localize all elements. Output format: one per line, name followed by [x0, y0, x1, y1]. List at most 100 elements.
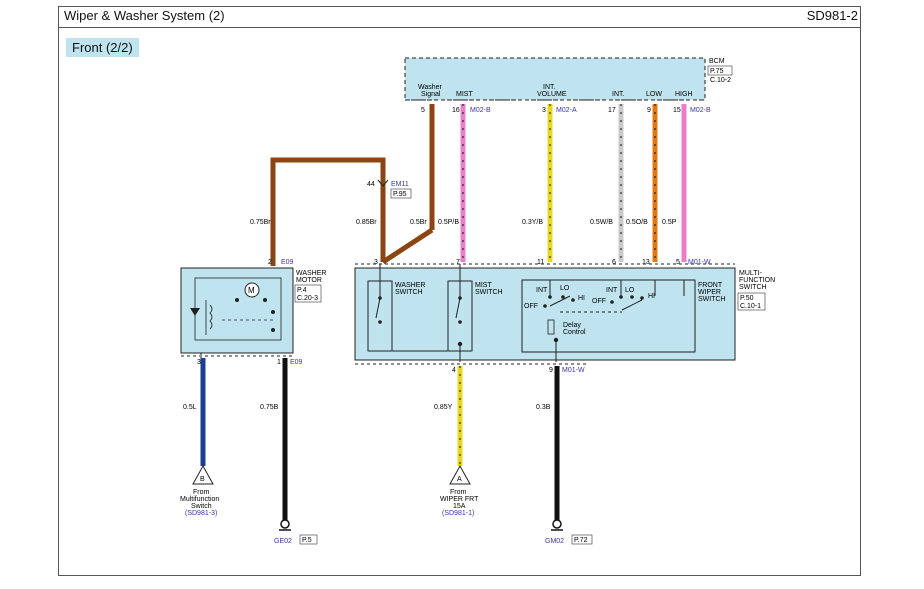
mfs-l1: MULTI- — [739, 270, 762, 277]
diode-icon — [190, 308, 200, 316]
bcm-pin-3: 3 — [542, 107, 546, 114]
mist-sw-l2: SWITCH — [475, 289, 503, 296]
mfs-l3: SWITCH — [739, 284, 767, 291]
mfs-ref2: C.10-1 — [740, 303, 761, 310]
connector-a-icon — [449, 464, 471, 485]
fw-delay2: Control — [563, 329, 586, 336]
bcm-conn-m02b-2: M02-B — [690, 107, 711, 114]
connector-a-l1: From — [450, 489, 467, 496]
washer-motor-icon — [244, 282, 260, 298]
mfs-pin-7: 7 — [456, 259, 460, 266]
bcm-mist-label: MIST — [456, 91, 473, 98]
connector-a-l2: WIPER FRT — [440, 496, 479, 503]
bcm-washer-label: Washer — [418, 84, 443, 91]
wire-label-motor-b: 0.5L — [183, 404, 197, 411]
page-code: SD981-2 — [806, 8, 858, 23]
bcm-pin-16: 16 — [452, 107, 460, 114]
wire-label-splice-br: 0.85Br — [356, 219, 377, 226]
washer-motor-box — [180, 267, 294, 354]
bcm-volume-label: VOLUME — [537, 91, 567, 98]
wire-label-mist: 0.5P/B — [438, 219, 459, 226]
wm-ref1: P.4 — [297, 287, 307, 294]
mfs-ref1: P.50 — [740, 295, 754, 302]
mfs-pin-4: 4 — [452, 367, 456, 374]
bcm-high-label: HIGH — [675, 91, 693, 98]
em11-connector — [377, 179, 389, 187]
connector-a-letter: A — [457, 476, 462, 483]
mfs-conn-bottom: M01-W — [562, 367, 585, 374]
section-label: Front (2/2) — [66, 38, 139, 57]
wire-label-mfs-gnd: 0.3B — [536, 404, 551, 411]
bcm-signal-label: Signal — [421, 91, 441, 98]
em11-name: EM11 — [391, 181, 409, 188]
connector-b-letter: B — [200, 476, 205, 483]
connector-b-icon — [192, 464, 214, 485]
bcm-ref2: C.10-2 — [710, 77, 731, 84]
fw-hi-r: HI — [648, 293, 655, 300]
wm-ref2: C.20-3 — [297, 295, 318, 302]
wire-label-int: 0.5W/B — [590, 219, 613, 226]
fw-int-r: INT — [606, 287, 618, 294]
mfs-pin-9: 9 — [549, 367, 553, 374]
wm-pin-b2: 1 — [277, 359, 281, 366]
mfs-l2: FUNCTION — [739, 277, 775, 284]
fw-off-l: OFF — [524, 303, 538, 310]
bcm-ref-box — [707, 65, 733, 76]
wire-label-left-br: 0.75Br — [250, 219, 271, 226]
mfs-pin-13: 13 — [642, 259, 650, 266]
wm-label1: WASHER — [296, 270, 326, 277]
connector-a-ref: (SD981-1) — [442, 510, 474, 517]
em11-ref: P.95 — [393, 191, 407, 198]
fw-off-r: OFF — [592, 298, 606, 305]
ground-ge02-name: GE02 — [274, 538, 292, 545]
ground-gm02-ref: P.72 — [574, 537, 588, 544]
fw-sw-l1: FRONT — [698, 282, 723, 289]
mfs-pin-3: 3 — [374, 259, 378, 266]
ground-gm02-name: GM02 — [545, 538, 564, 545]
fw-sw-l2: WIPER — [698, 289, 721, 296]
connector-b-ref: (SD981-3) — [185, 510, 217, 517]
wm-conn-bottom: E09 — [290, 359, 303, 366]
wm-pin-b1: 3 — [197, 359, 201, 366]
bcm-conn-m02b: M02-B — [470, 107, 491, 114]
bcm-int2-label: INT. — [612, 91, 625, 98]
fw-hi-l: HI — [578, 295, 585, 302]
bcm-pin-5: 5 — [421, 107, 425, 114]
mfs-pin-11: 11 — [537, 259, 544, 266]
bcm-pin-15: 15 — [673, 107, 681, 114]
ground-gm02-icon — [552, 519, 562, 529]
bcm-conn-m02a: M02-A — [556, 107, 577, 114]
fw-delay1: Delay — [563, 322, 581, 329]
mfs-pin-5: 5 — [676, 259, 680, 266]
delay-resistor-icon — [547, 319, 555, 335]
wire-brown-loop — [270, 157, 386, 266]
wm-conn-top: E09 — [281, 259, 294, 266]
bcm-pin-17: 17 — [608, 107, 616, 114]
coil-icon — [209, 304, 213, 330]
bcm-name: BCM — [709, 58, 725, 65]
wire-label-high: 0.5P — [662, 219, 677, 226]
front-wiper-switch-icon — [521, 279, 696, 353]
wm-pin-top: 2 — [268, 259, 272, 266]
washer-sw-l1: WASHER — [395, 282, 425, 289]
connector-a-l3: 15A — [453, 503, 466, 510]
bcm-ref1: P.75 — [710, 68, 724, 75]
bcm-pin-9: 9 — [647, 107, 651, 114]
washer-sw-l2: SWITCH — [395, 289, 423, 296]
mist-sw-l1: MIST — [475, 282, 492, 289]
ground-ge02-icon — [280, 519, 290, 529]
connector-b-l3: Switch — [191, 503, 212, 510]
fw-lo-l: LO — [560, 285, 570, 292]
connector-b-l2: Multifunction — [180, 496, 219, 503]
wire-label-bcm-br: 0.5Br — [410, 219, 427, 226]
wire-label-mfs-y: 0.85Y — [434, 404, 453, 411]
wire-label-motor-gnd: 0.75B — [260, 404, 279, 411]
mfs-pin-6: 6 — [612, 259, 616, 266]
connector-b-l1: From — [193, 489, 210, 496]
fw-lo-r: LO — [625, 287, 635, 294]
ground-ge02-ref: P.5 — [302, 537, 312, 544]
wire-brown-join — [381, 227, 434, 265]
wm-motor-letter: M — [248, 286, 255, 295]
mfs-conn-top: M01-W — [688, 259, 711, 266]
